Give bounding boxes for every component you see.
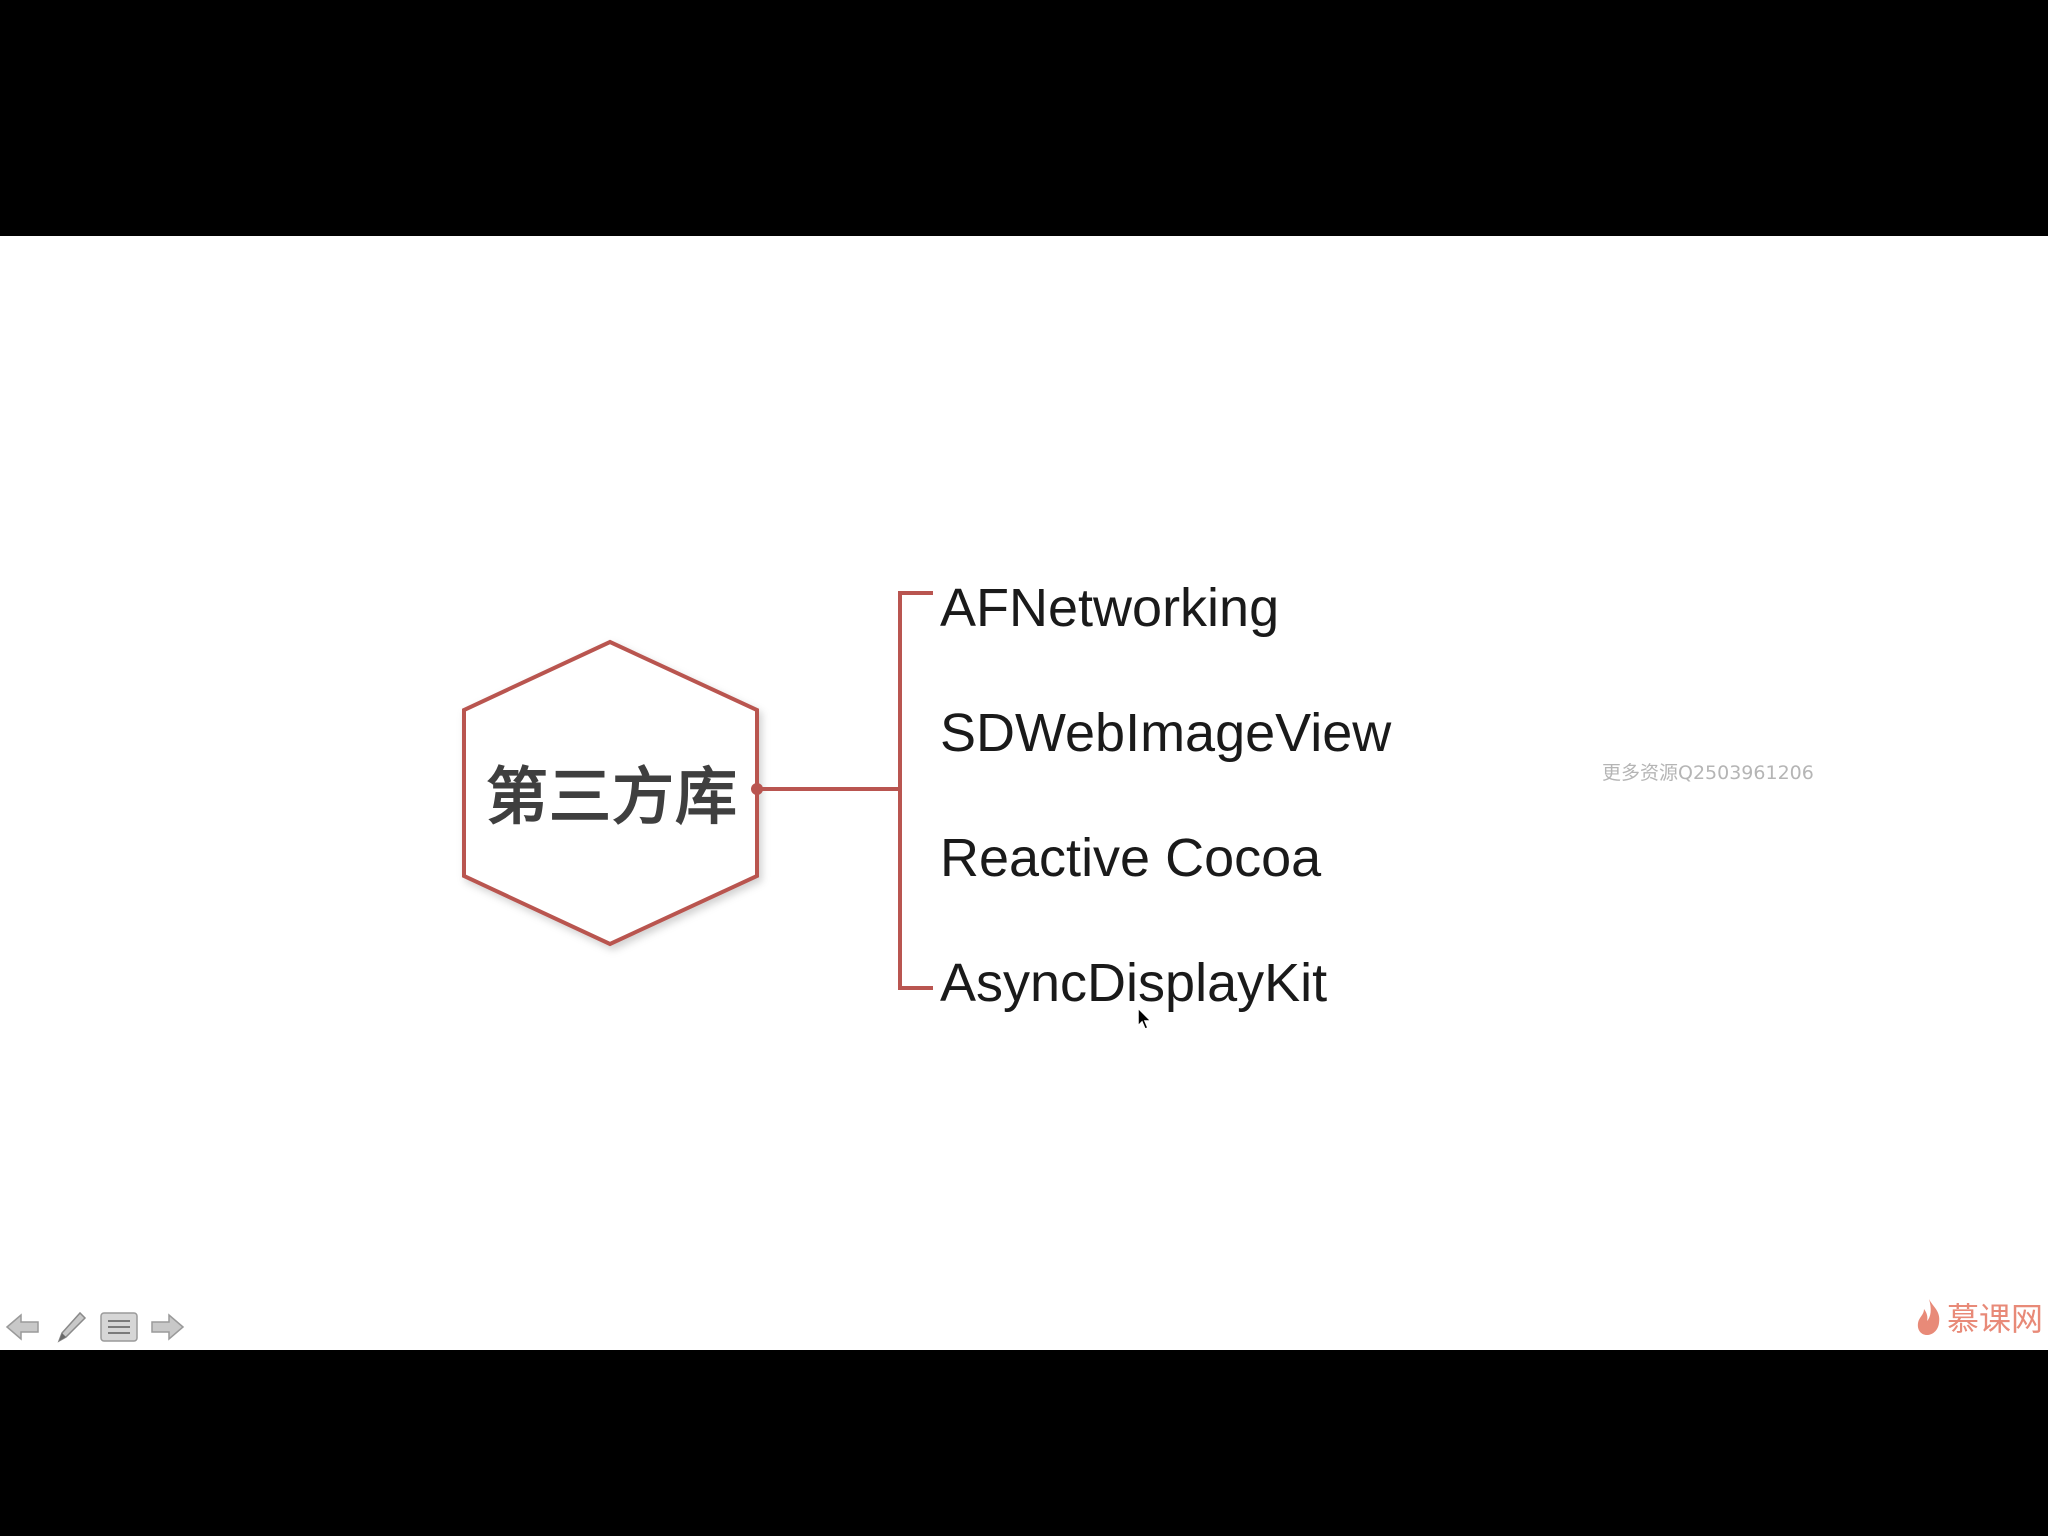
letterbox-top — [0, 0, 2048, 236]
watermark-text: 更多资源Q2503961206 — [1602, 762, 1814, 784]
letterbox-bottom — [0, 1350, 2048, 1536]
mind-map-diagram — [462, 591, 933, 990]
menu-icon — [100, 1312, 138, 1342]
branch-label-afnetworking: AFNetworking — [940, 578, 1280, 638]
pen-tool-button[interactable] — [52, 1308, 90, 1346]
slideshow-controls — [4, 1308, 186, 1346]
branch-label-asyncdisplaykit: AsyncDisplayKit — [940, 953, 1328, 1013]
branch-bracket — [898, 591, 933, 990]
flame-icon — [1917, 1299, 1940, 1335]
hub-label: 第三方库 — [485, 760, 738, 833]
presentation-slide: 第三方库 AFNetworking SDWebImageView Reactiv… — [0, 236, 2048, 1350]
branch-label-sdwebimageview: SDWebImageView — [940, 703, 1392, 763]
logo-text: 慕课网 — [1947, 1300, 2044, 1338]
pen-icon — [57, 1311, 87, 1343]
mouse-pointer-icon — [1137, 1006, 1153, 1030]
next-slide-button[interactable] — [148, 1308, 186, 1346]
hub-hexagon — [462, 639, 759, 947]
arrow-right-icon — [151, 1313, 185, 1341]
arrow-left-icon — [5, 1313, 39, 1341]
logo: 慕课网 — [1915, 1294, 2043, 1340]
slide-menu-button[interactable] — [100, 1308, 138, 1346]
branch-label-reactive-cocoa: Reactive Cocoa — [940, 828, 1322, 888]
prev-slide-button[interactable] — [4, 1308, 42, 1346]
